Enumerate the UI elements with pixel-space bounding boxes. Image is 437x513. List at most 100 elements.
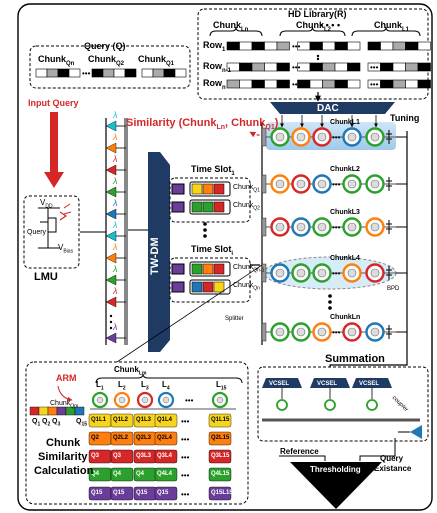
matrix-cell-text-text: Q15 <box>136 490 148 496</box>
matrix-cell-text-text: Q1L1 <box>91 417 107 423</box>
hd-row-dots: ••• <box>370 80 379 89</box>
laser-emitter <box>105 142 117 154</box>
reference-label: Reference <box>280 448 319 456</box>
query-title: Query (Q) <box>84 42 126 51</box>
hd-chunk-label-1-sub: L2 <box>324 26 332 33</box>
laser-emitter <box>105 332 117 344</box>
slot-cell <box>213 201 225 213</box>
hd-cell <box>380 41 394 51</box>
matrix-cell-text-text: Q3 <box>113 453 122 459</box>
query-title-text: Query (Q) <box>84 41 126 51</box>
hd-cell <box>417 79 431 89</box>
matrix-cell <box>154 467 178 482</box>
chunk-row-label-4-text: ChunkLn <box>330 314 361 321</box>
laser-emitter <box>105 230 117 242</box>
thresholding-label: Thresholding <box>310 466 361 474</box>
micro-ring-core <box>370 327 380 337</box>
hd-row-label-0: Row1 <box>203 41 225 53</box>
hd-cell <box>264 62 278 72</box>
detail-ring-core <box>162 396 170 404</box>
micro-ring-core <box>370 179 380 189</box>
hd-cell <box>417 62 431 72</box>
laser-rays-icon <box>63 203 72 215</box>
time-slot-title-1-text: Time Slot <box>191 244 232 254</box>
hd-row-dots: ••• <box>292 80 301 89</box>
query-dots: ••• <box>82 69 91 78</box>
micro-ring-core <box>275 268 285 278</box>
ring-vdot <box>328 300 332 304</box>
lambda-label: λ <box>113 155 117 164</box>
matrix-cell-text: Q1L4 <box>157 417 172 423</box>
arm-label: ARM <box>56 374 77 383</box>
matrix-cell-text: Q1L2 <box>113 417 128 423</box>
time-slot-title-0-text: Time Slot <box>191 164 232 174</box>
slot-cell <box>191 201 203 213</box>
slot-chunk-label: ChunkQ2 <box>233 202 260 211</box>
hd-cell <box>309 62 323 72</box>
l-label-2: L3 <box>141 381 149 392</box>
arm-chunk-cell <box>38 406 49 416</box>
vcsel-label-2-text: VCSEL <box>359 381 380 387</box>
vcsel-block <box>310 378 350 388</box>
matrix-dots: ••• <box>181 471 190 480</box>
matrix-cell-text-text: Q15 <box>157 490 169 496</box>
time-slot-title-0-sub: 1 <box>231 170 235 177</box>
q-label-0-text: Q <box>32 418 38 425</box>
micro-ring-core <box>296 132 306 142</box>
hd-cell <box>392 79 406 89</box>
slot-chunk-label: ChunkQ1 <box>233 184 260 193</box>
l-label-2-sub: 3 <box>145 385 149 392</box>
input-query-label: Input Query <box>28 99 79 108</box>
slot-cell <box>213 263 225 275</box>
hd-row-label-0-sub: 1 <box>222 46 226 53</box>
l-label-3-sub: 4 <box>166 385 170 392</box>
ring-vdot <box>328 294 332 298</box>
chunk-row-label-1: ChunkL2 <box>330 166 360 173</box>
matrix-cell-text-text: Q2L3 <box>136 435 152 441</box>
micro-ring-core <box>275 132 285 142</box>
hd-cell <box>276 62 290 72</box>
q-label-3-sub: 15 <box>81 421 88 428</box>
similarity-mid: , Chunk <box>225 117 266 129</box>
lambda-label: λ <box>113 133 117 142</box>
micro-ring-core <box>347 179 357 189</box>
caption-line-0: Chunk <box>46 438 80 449</box>
micro-ring-core <box>370 222 380 232</box>
caption-line-1-text: Similarity <box>38 451 88 463</box>
dac-label: DAC <box>317 104 339 114</box>
lambda-label: λ <box>113 243 117 252</box>
hd-row-label-0-text: Row <box>203 40 222 50</box>
lambda-label: λ <box>113 221 117 230</box>
hd-library-title-text: HD Library(R) <box>288 9 347 19</box>
query-chunk-label-1: ChunkQ2 <box>88 55 124 67</box>
hd-chunk-brace-1 <box>279 26 346 37</box>
hd-cell <box>392 41 406 51</box>
matrix-cell-text-text: Q4L4 <box>157 471 173 477</box>
slot-cell <box>191 183 203 195</box>
vcsel-ring <box>366 399 378 411</box>
chunk-detail-brace <box>95 373 243 384</box>
lmu-label-text: LMU <box>34 271 58 283</box>
matrix-cell <box>110 467 134 482</box>
hd-cell <box>264 79 278 89</box>
q-label-0-sub: 1 <box>37 421 41 428</box>
similarity-label-sub: Ln <box>216 124 226 132</box>
matrix-cell-text: Q15 <box>136 490 147 496</box>
matrix-dots: ••• <box>181 417 190 426</box>
hd-cell <box>405 62 419 72</box>
matrix-cell-text: Q15 <box>157 490 168 496</box>
l-label-2-text: L <box>141 380 146 389</box>
slot-chunk-label: ChunkQn <box>233 282 260 291</box>
query-cell <box>141 68 154 78</box>
q-label-3: Q15 <box>76 418 87 427</box>
hd-cell <box>251 79 265 89</box>
micro-ring-core <box>275 222 285 232</box>
time-slot-title-1-sub: i <box>231 250 234 257</box>
micro-ring-core <box>317 327 327 337</box>
matrix-cell <box>154 413 178 428</box>
query-cell <box>57 68 70 78</box>
vcsel-label-1: VCSEL <box>317 381 337 387</box>
detail-ring-core <box>96 396 104 404</box>
hd-ellipsis: • • • • <box>320 21 340 30</box>
